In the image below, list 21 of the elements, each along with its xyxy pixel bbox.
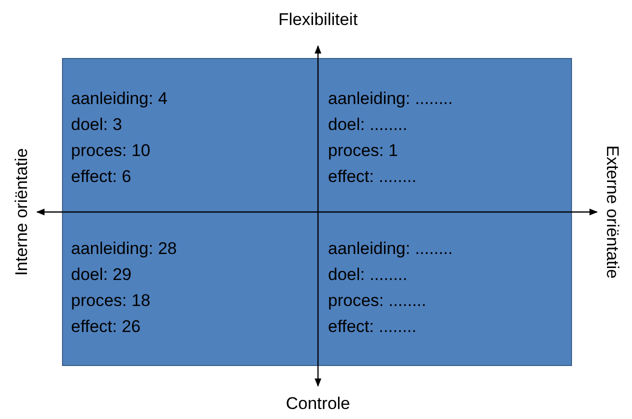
quadrant-text: proces: 1: [328, 141, 398, 161]
quadrant-text: aanleiding: ........: [328, 89, 453, 109]
quadrant-text: effect: ........: [328, 167, 417, 187]
axis-label: Externe oriëntatie: [602, 145, 622, 279]
quadrant-text: doel: 29: [71, 265, 132, 285]
quadrant-text: proces: 10: [71, 141, 150, 161]
quadrant-text: doel: ........: [328, 115, 408, 135]
axis-label: Controle: [286, 394, 350, 414]
axis-label: Interne oriëntatie: [12, 148, 32, 276]
axis-label: Flexibiliteit: [278, 10, 358, 30]
quadrant-text: doel: ........: [328, 265, 408, 285]
quadrant-text: aanleiding: 28: [71, 239, 177, 259]
quadrant-text: proces: 18: [71, 291, 150, 311]
quadrant-text: aanleiding: 4: [71, 89, 168, 109]
quadrant-panel: [62, 58, 572, 366]
quadrant-text: doel: 3: [71, 115, 122, 135]
quadrant-text: proces: ........: [328, 291, 426, 311]
quadrant-text: aanleiding: ........: [328, 239, 453, 259]
quadrant-text: effect: 6: [71, 167, 132, 187]
quadrant-text: effect: ........: [328, 317, 417, 337]
quadrant-text: effect: 26: [71, 317, 141, 337]
